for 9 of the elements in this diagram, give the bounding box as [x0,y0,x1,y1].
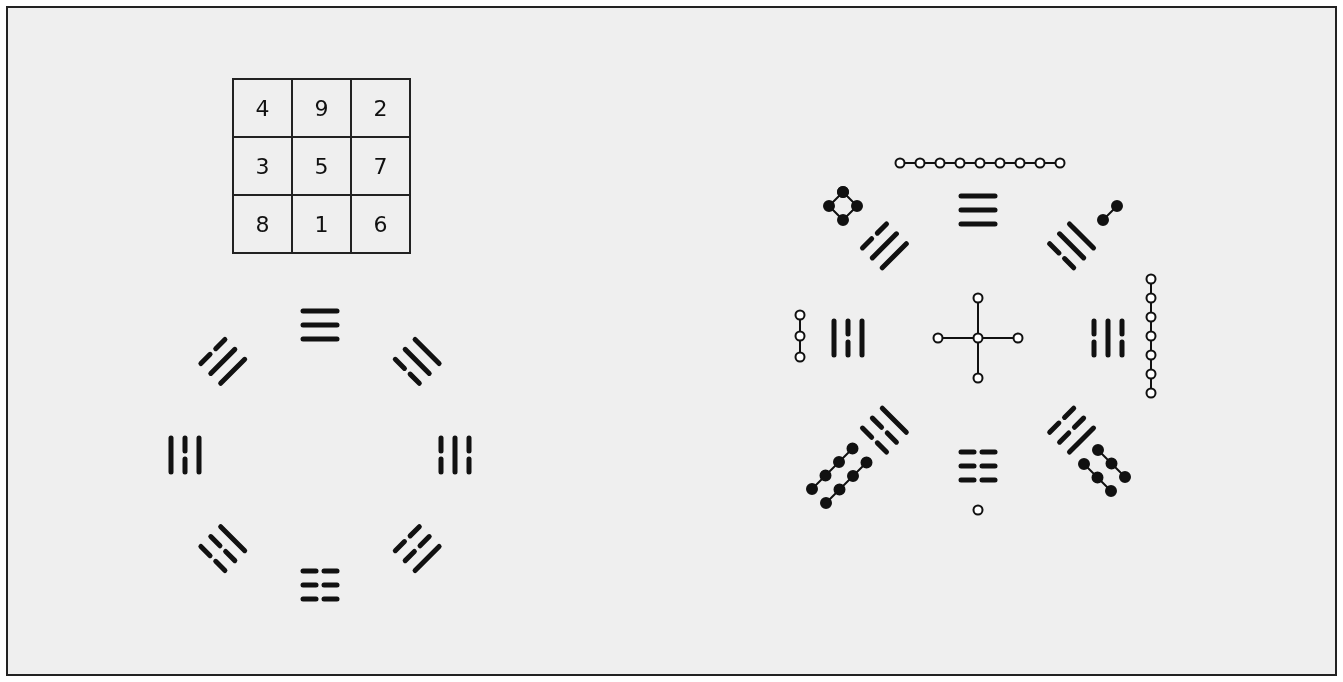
table-cell: 8 [233,195,292,253]
table-cell: 2 [351,79,410,137]
table-cell: 5 [292,137,351,195]
table-cell: 1 [292,195,351,253]
table-cell: 7 [351,137,410,195]
table-cell: 4 [233,79,292,137]
table-cell: 9 [292,79,351,137]
table-cell: 6 [351,195,410,253]
table-cell: 3 [233,137,292,195]
